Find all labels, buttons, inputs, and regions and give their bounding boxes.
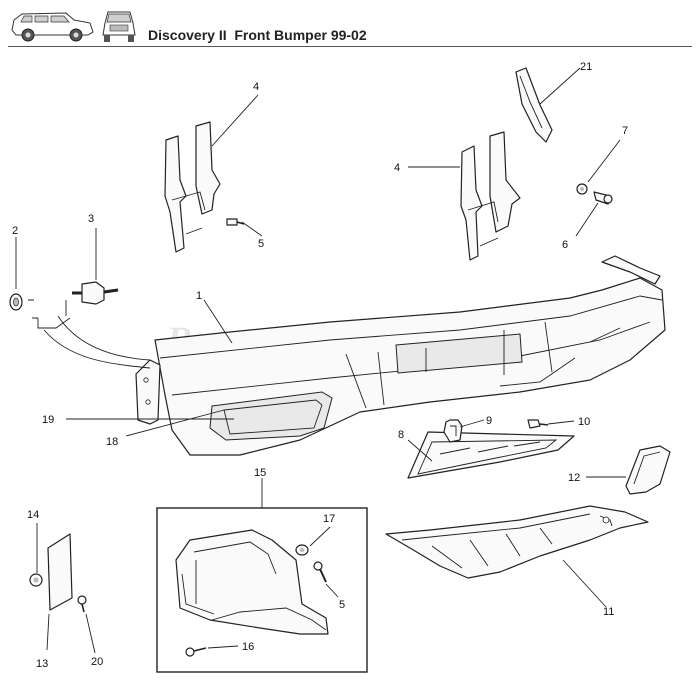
callout-17: 17	[323, 513, 335, 525]
undertray[interactable]	[385, 505, 649, 579]
flange-nut[interactable]	[576, 183, 588, 195]
header: Discovery II Front Bumper 99-02	[0, 0, 700, 48]
housing-screw[interactable]	[185, 647, 207, 657]
callout-20: 20	[91, 656, 103, 668]
stud-mount[interactable]	[72, 281, 119, 305]
corner-trim-strip[interactable]	[515, 67, 553, 143]
callout-16: 16	[242, 641, 254, 653]
callout-1: 1	[196, 290, 202, 302]
plate-grommet[interactable]	[29, 573, 43, 587]
bumper-bush[interactable]	[9, 293, 23, 311]
callout-19: 19	[42, 414, 54, 426]
callout-6: 6	[562, 239, 568, 251]
front-bumper-main[interactable]	[135, 255, 666, 456]
vehicle-front-view-icon	[102, 11, 136, 42]
callout-3: 3	[88, 213, 94, 225]
number-plate-bracket[interactable]	[47, 533, 73, 611]
callout-5-inset: 5	[339, 599, 345, 611]
page-title: Discovery II Front Bumper 99-02	[148, 27, 367, 43]
bracket-left[interactable]	[164, 121, 221, 253]
callout-8: 8	[398, 429, 404, 441]
plate-screw[interactable]	[77, 595, 87, 613]
callout-4-right: 4	[394, 162, 400, 174]
callout-2: 2	[12, 225, 18, 237]
bracket-right[interactable]	[460, 131, 521, 261]
screw-inset[interactable]	[313, 561, 327, 583]
callout-4-left: 4	[253, 81, 259, 93]
callout-18: 18	[106, 436, 118, 448]
header-divider	[8, 46, 692, 47]
callout-13: 13	[36, 658, 48, 670]
screw-clip[interactable]	[527, 419, 549, 429]
screw-top[interactable]	[226, 218, 245, 226]
vehicle-side-view-icon	[11, 12, 94, 42]
fog-lamp-blank[interactable]	[625, 445, 671, 495]
callout-11: 11	[603, 606, 614, 618]
callout-5-top: 5	[258, 238, 264, 250]
retaining-clip[interactable]	[443, 419, 463, 443]
callout-15: 15	[254, 467, 266, 479]
leader-lines	[15, 67, 626, 654]
callout-21: 21	[580, 61, 592, 73]
housing-nut[interactable]	[295, 544, 309, 556]
callout-7: 7	[622, 125, 628, 137]
fog-lamp-housing[interactable]	[175, 529, 329, 635]
callout-labels: 1 2 3 4 4 5 5 6 7 8 9 10 11 12 13 14 15 …	[12, 61, 628, 670]
callout-10: 10	[578, 416, 590, 428]
callout-14: 14	[27, 509, 39, 521]
lower-grille-panel[interactable]	[407, 431, 575, 479]
flange-bolt[interactable]	[593, 191, 613, 205]
callout-12: 12	[568, 472, 580, 484]
callout-9: 9	[486, 415, 492, 427]
